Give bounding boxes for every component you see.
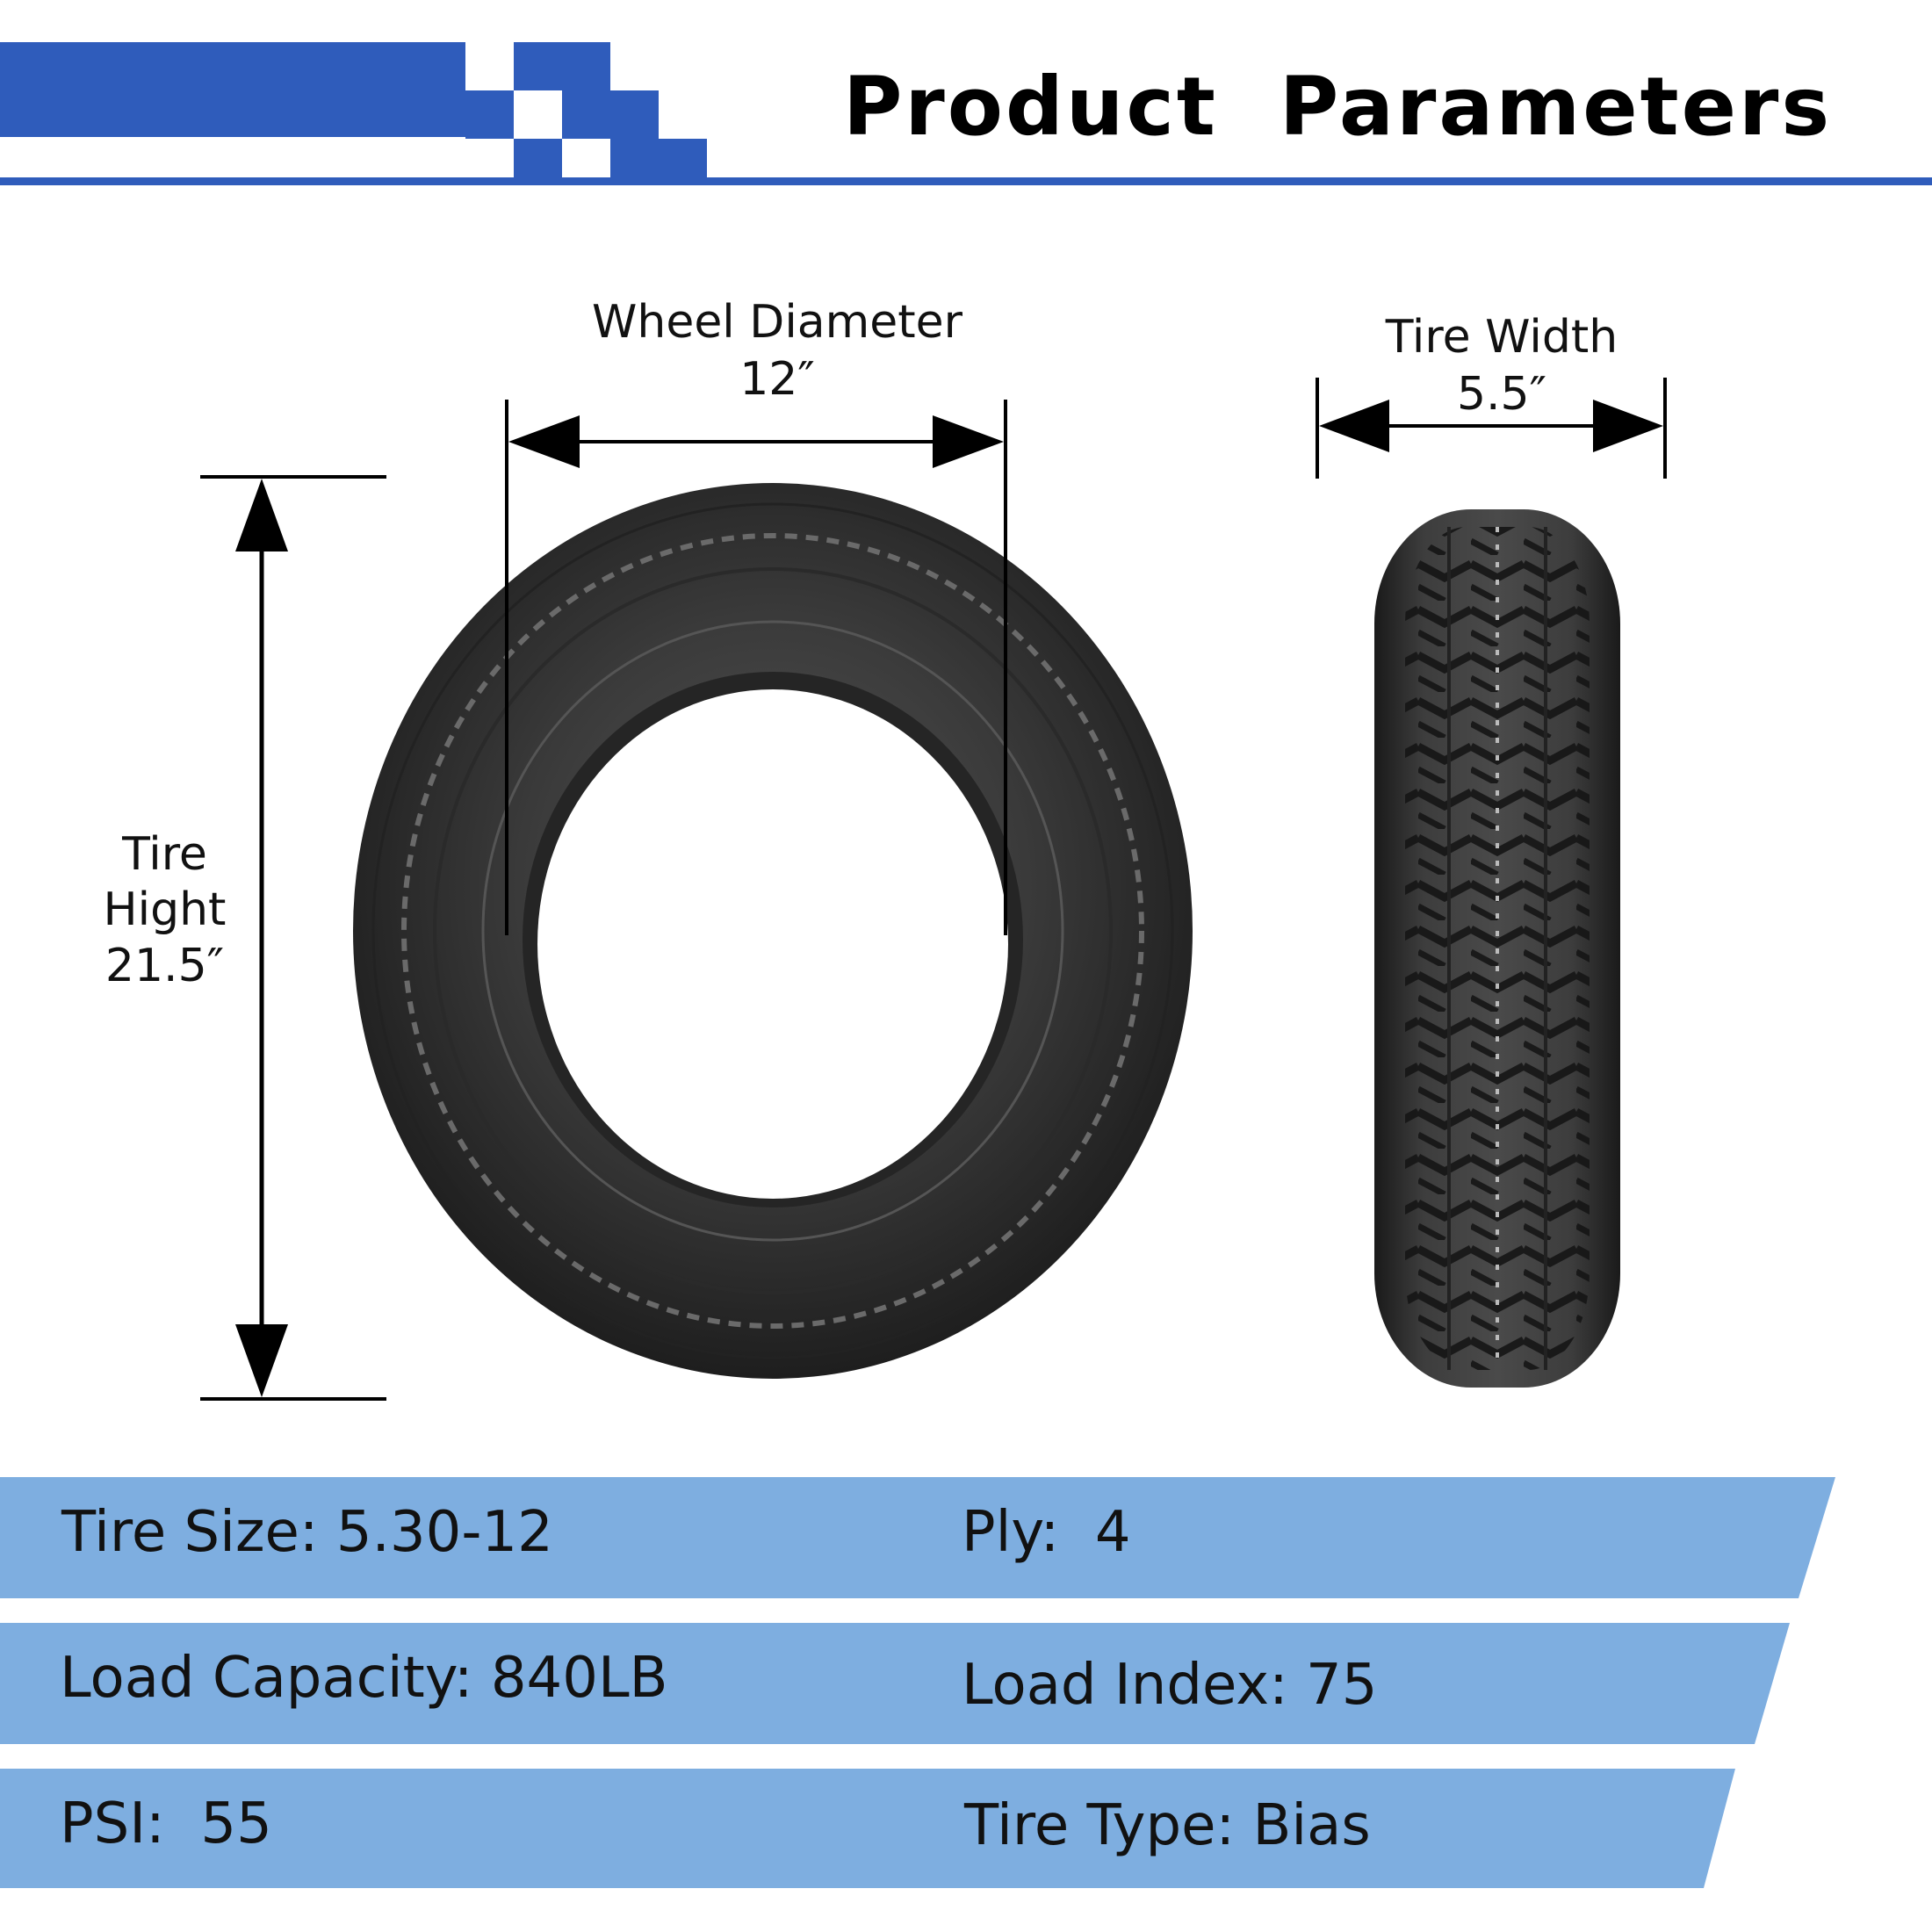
wheel-diameter-title: Wheel Diameter xyxy=(591,296,963,349)
arrow-down-icon xyxy=(235,1324,288,1397)
tire-front-image xyxy=(353,483,1193,1379)
tire-width-title: Tire Width xyxy=(1385,311,1618,364)
tire-height-label: Tire Hight 21.5″ xyxy=(70,827,259,994)
page-title: Product Parameters xyxy=(843,60,1833,154)
checker-pattern xyxy=(465,42,707,178)
arrow-right-icon xyxy=(933,415,1004,468)
dimension-lines xyxy=(200,378,1667,1401)
tire-side-image xyxy=(1374,509,1620,1388)
spec-load-capacity: Load Capacity: 840LB xyxy=(60,1646,668,1711)
header-underline xyxy=(0,177,1932,185)
header-accent-bar xyxy=(0,42,474,137)
spec-tire-size: Tire Size: 5.30-12 xyxy=(61,1500,553,1565)
spec-load-index: Load Index: 75 xyxy=(962,1653,1378,1718)
arrow-up-icon xyxy=(235,479,288,551)
tire-height-value: 21.5″ xyxy=(105,939,225,992)
spec-tire-type: Tire Type: Bias xyxy=(964,1793,1371,1858)
spec-psi: PSI: 55 xyxy=(60,1791,272,1856)
arrow-right-icon xyxy=(1593,400,1663,452)
wheel-diameter-value: 12″ xyxy=(739,353,815,406)
tire-height-title-1: Tire xyxy=(122,828,207,881)
arrow-left-icon xyxy=(508,415,580,468)
spec-bands xyxy=(0,1477,1835,1888)
tire-width-value: 5.5″ xyxy=(1456,368,1547,421)
spec-ply: Ply: 4 xyxy=(962,1500,1131,1565)
arrow-left-icon xyxy=(1319,400,1389,452)
tire-width-label: Tire Width 5.5″ xyxy=(1335,309,1669,423)
tire-height-title-2: Hight xyxy=(103,883,227,937)
wheel-diameter-label: Wheel Diameter 12″ xyxy=(558,294,997,408)
